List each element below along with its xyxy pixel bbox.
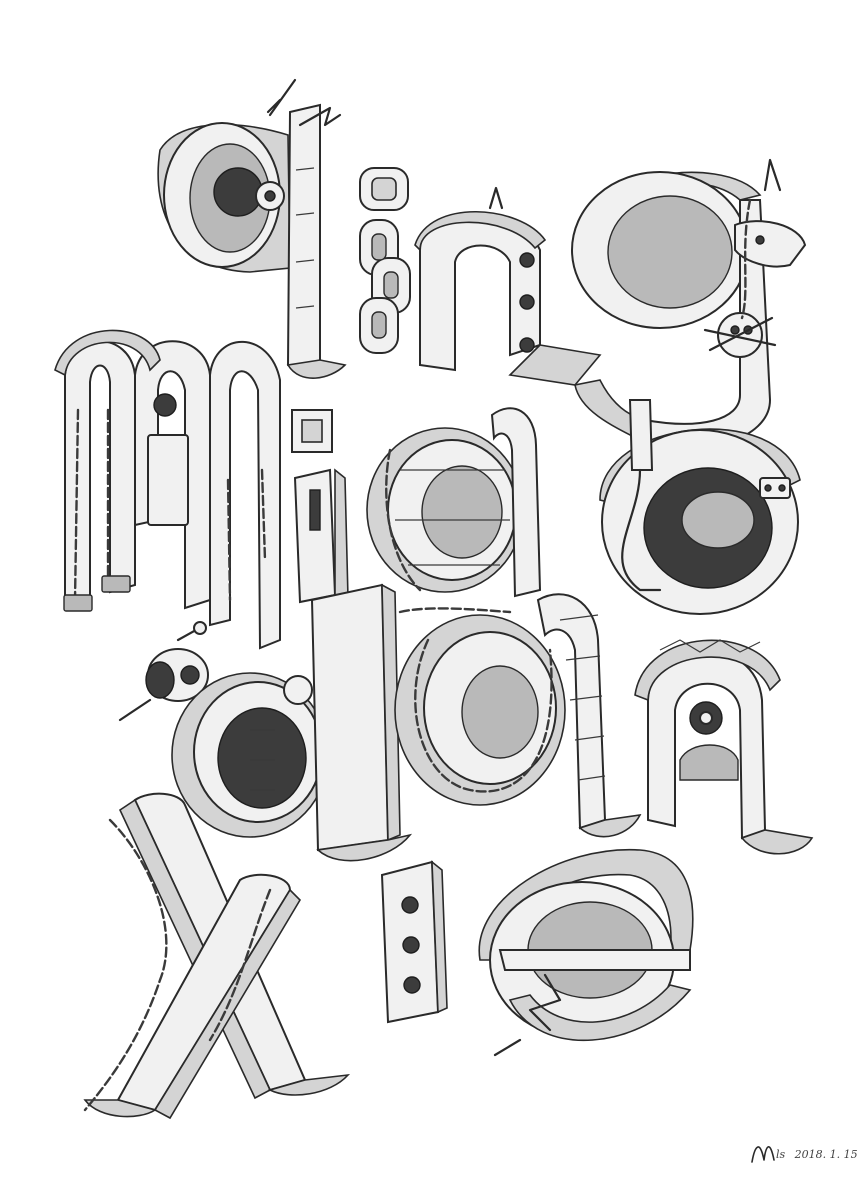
letter-m-row2	[54, 329, 281, 650]
skull-creature	[703, 220, 807, 358]
robot-eye-icon	[213, 167, 263, 217]
letter-o-row2	[599, 399, 801, 615]
letter-i-row4	[380, 860, 448, 1024]
letter-a-row2	[366, 407, 542, 598]
letter-n-row3	[634, 639, 814, 855]
bolt-icon	[519, 294, 535, 310]
letter-q-row1	[157, 78, 347, 379]
lens-icon	[153, 393, 177, 417]
bolt-icon	[519, 337, 535, 353]
letter-e-row4	[478, 848, 694, 1057]
letter-a-row3	[394, 593, 642, 838]
signature-initials: ls	[776, 1148, 786, 1161]
artist-signature	[751, 1146, 775, 1163]
letter-g-row1	[571, 158, 807, 449]
signature-date: 2018. 1. 15	[794, 1148, 858, 1161]
bolt-icon	[402, 936, 420, 954]
robot-creature	[118, 621, 242, 722]
letter-i-row1	[359, 167, 411, 354]
bolt-icon	[403, 976, 421, 994]
letter-n-row1	[414, 186, 602, 386]
letter-i-row2	[291, 409, 349, 604]
chain-links	[359, 219, 411, 354]
letter-d-row3	[171, 583, 413, 862]
bolt-icon	[401, 896, 419, 914]
letter-x-row4	[83, 792, 351, 1120]
bolt-icon	[519, 252, 535, 268]
signature-label: M ls 2018. 1. 15	[776, 1148, 858, 1161]
gear-icon	[283, 675, 313, 705]
